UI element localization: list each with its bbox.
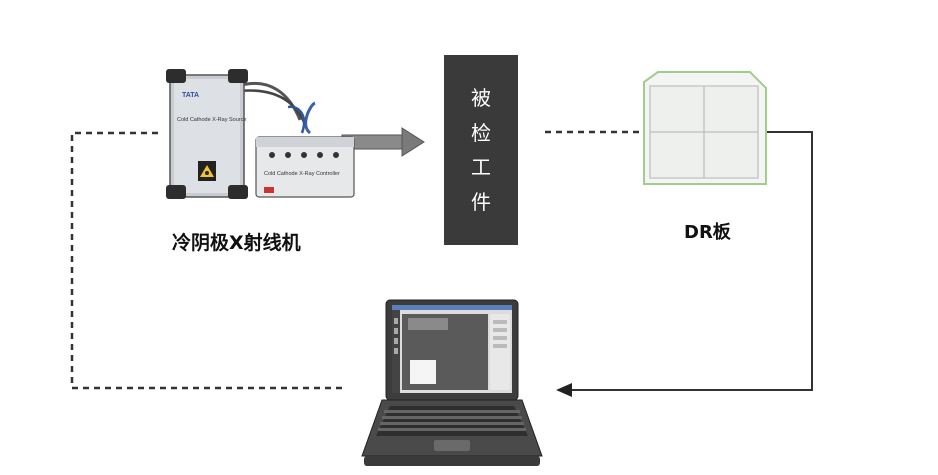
dashed-line-xray-to-computer [70,131,345,390]
workpiece-char: 被 [471,85,491,110]
arrowhead-to-computer [556,383,572,397]
xray-machine-caption: 冷阴极X射线机 [172,232,301,254]
svg-text:TATA: TATA [182,92,199,99]
laptop-computer-image [361,299,543,466]
controller-label: Cold Cathode X-Ray Controller [264,171,340,177]
source-label: Cold Cathode X-Ray Source [177,117,246,123]
workpiece-char: 检 [471,120,491,145]
xray-machine-image: TATA Cold Cathode X-Ray Source Cold Cath… [166,69,355,199]
dr-panel-caption: DR板 [684,222,731,243]
workpiece-char: 件 [471,190,491,215]
dr-panel-image [643,71,767,185]
solid-line-detector-to-computer [570,131,813,391]
workpiece-box: 被 检 工 件 [444,55,518,245]
workpiece-char: 工 [471,155,491,180]
